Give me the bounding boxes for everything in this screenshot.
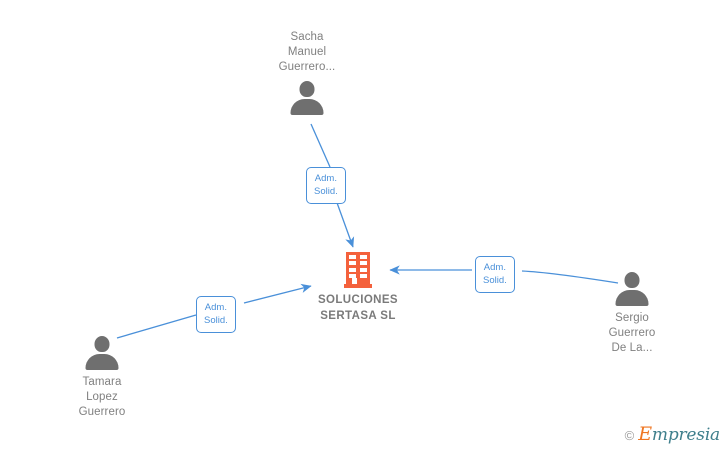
person-icon [288,81,326,115]
person-label: Sacha Manuel Guerrero... [278,31,336,73]
person-node-sergio[interactable]: Sergio Guerrero De La... [572,272,692,356]
person-icon [613,272,651,306]
edge-tamara-to-company [116,314,197,339]
person-node-sacha[interactable]: Sacha Manuel Guerrero... [247,30,367,115]
copyright-icon: © [624,428,635,443]
person-label: Sergio Guerrero De La... [608,312,656,354]
relation-label-sergio[interactable]: Adm. Solid. [475,256,515,293]
person-icon [83,336,121,370]
brand-rest: mpresia [651,425,720,445]
edge-sacha-to-company-lower [335,199,355,248]
person-label: Tamara Lopez Guerrero [78,376,126,418]
empresia-watermark: © Empresia [624,423,721,445]
company-name-label: SOLUCIONES SERTASA SL [317,294,399,322]
person-node-tamara[interactable]: Tamara Lopez Guerrero [42,336,162,420]
building-icon [344,252,372,288]
relation-label-sacha[interactable]: Adm. Solid. [306,167,346,204]
edge-sacha-to-company [310,123,331,168]
company-node[interactable]: SOLUCIONES SERTASA SL [273,252,443,324]
brand-initial: E [638,423,652,445]
relation-label-tamara[interactable]: Adm. Solid. [196,296,236,333]
brand-wordmark: Empresia [638,423,720,445]
